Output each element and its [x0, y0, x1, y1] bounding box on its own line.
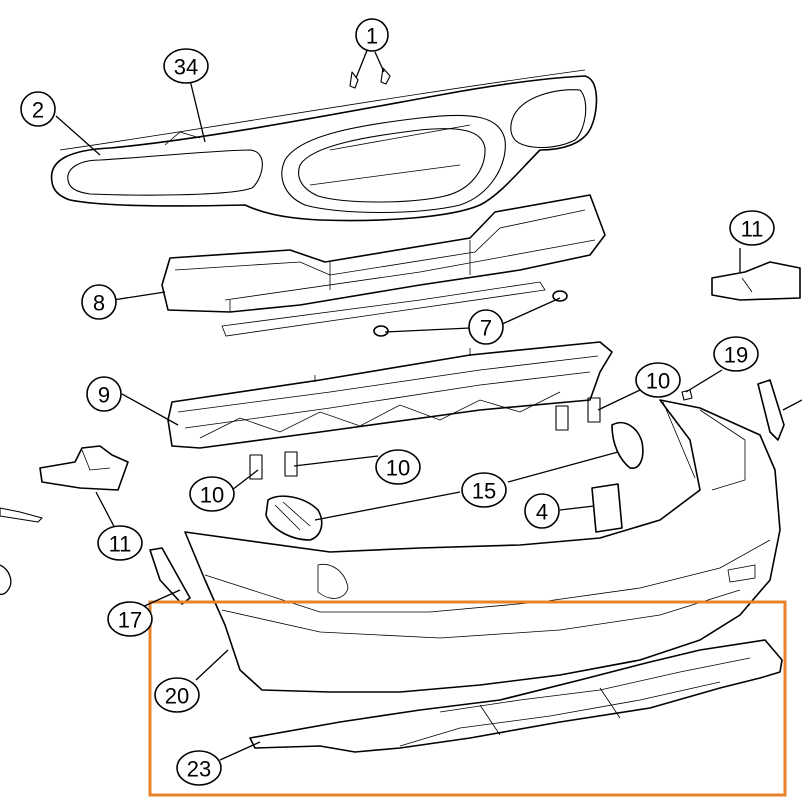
energy-absorber-part [161, 194, 606, 337]
callout-17: 17 [107, 601, 153, 637]
svg-text:11: 11 [741, 217, 764, 242]
partial-leader-right-edge [782, 399, 802, 411]
callout-34: 34 [163, 48, 209, 84]
reflector-housing-left [265, 495, 323, 541]
license-bracket-plate [591, 483, 623, 533]
svg-text:7: 7 [480, 316, 492, 341]
callout-11-right: 11 [729, 210, 775, 246]
svg-text:10: 10 [386, 456, 410, 481]
bumper-cover-part [184, 399, 781, 693]
svg-text:23: 23 [187, 757, 211, 782]
callout-11-left: 11 [97, 525, 143, 561]
lower-diffuser-part [249, 639, 783, 753]
svg-text:11: 11 [109, 532, 132, 557]
side-bracket-right [711, 261, 801, 301]
callout-10-left: 10 [189, 476, 235, 512]
leader-lines [55, 47, 741, 761]
callout-7: 7 [468, 309, 504, 345]
svg-text:8: 8 [93, 291, 105, 316]
side-bracket-left [39, 445, 129, 491]
svg-text:2: 2 [32, 98, 44, 123]
highlight-box [148, 600, 787, 797]
svg-text:4: 4 [536, 500, 548, 525]
callout-9: 9 [86, 376, 122, 412]
mounting-bracket-plates [249, 397, 601, 480]
svg-text:19: 19 [724, 343, 748, 368]
callout-1: 1 [355, 18, 389, 52]
reflector-housing-right [611, 421, 644, 469]
callout-2: 2 [20, 91, 56, 127]
callout-19: 19 [713, 336, 759, 372]
fascia-panel-part [50, 69, 598, 222]
callout-8: 8 [81, 284, 117, 320]
svg-text:20: 20 [165, 684, 189, 709]
svg-text:9: 9 [98, 383, 110, 408]
callout-10-top: 10 [635, 362, 681, 398]
side-retainer-right [757, 379, 785, 441]
callout-20: 20 [154, 677, 200, 713]
svg-text:10: 10 [200, 483, 224, 508]
svg-text:10: 10 [646, 369, 670, 394]
callout-10-middle: 10 [375, 449, 421, 485]
svg-text:15: 15 [472, 479, 496, 504]
side-marker-trim [149, 547, 191, 605]
callout-4: 4 [524, 493, 560, 529]
callout-15: 15 [461, 472, 507, 508]
svg-text:1: 1 [366, 24, 378, 49]
partial-part-left-edge [0, 507, 43, 595]
reinforcement-beam-part [167, 341, 613, 449]
svg-text:34: 34 [174, 55, 198, 80]
clip-fasteners [373, 290, 568, 337]
svg-text:17: 17 [118, 608, 142, 633]
callout-23: 23 [176, 750, 222, 786]
